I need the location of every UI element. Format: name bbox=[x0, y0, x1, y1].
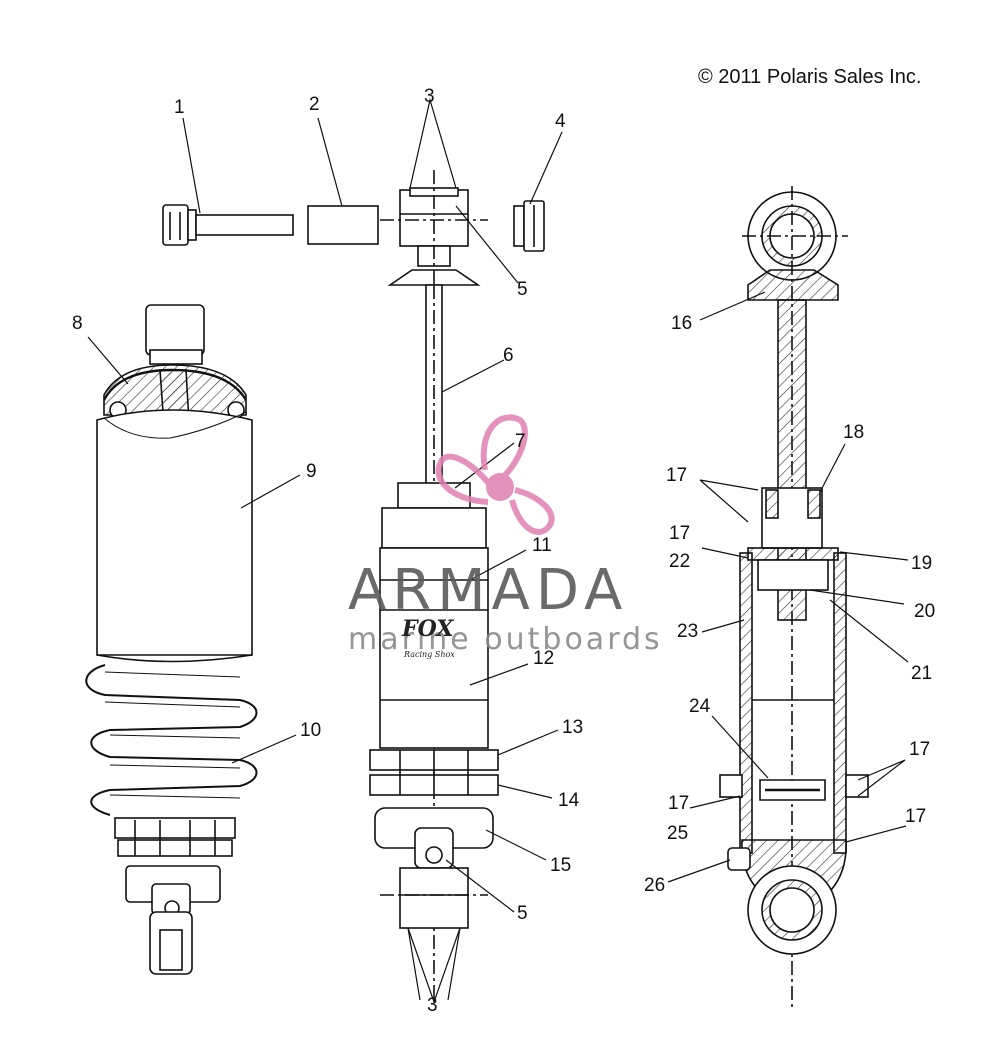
callout-3-top: 3 bbox=[424, 86, 435, 107]
callout-12: 12 bbox=[533, 648, 555, 669]
watermark-subtitle: marine outboards bbox=[348, 622, 663, 657]
callout-17-lower: 17 bbox=[668, 793, 690, 814]
copyright-notice: © 2011 Polaris Sales Inc. bbox=[698, 66, 922, 88]
watermark-title: ARMADA bbox=[348, 558, 629, 623]
fox-logo-subtext: Racing Shox bbox=[404, 650, 455, 659]
callout-17-bottom: 17 bbox=[905, 806, 927, 827]
callout-5-top: 5 bbox=[517, 279, 528, 300]
callout-7: 7 bbox=[515, 431, 526, 452]
eyelet-top bbox=[380, 97, 488, 300]
cutaway-shock-right bbox=[719, 186, 869, 1010]
callout-22: 22 bbox=[669, 551, 691, 572]
nut-part-4 bbox=[513, 200, 545, 252]
bushing-part-2 bbox=[307, 205, 379, 245]
callout-6: 6 bbox=[503, 345, 514, 366]
callout-16: 16 bbox=[671, 313, 693, 334]
callout-15: 15 bbox=[550, 855, 572, 876]
callout-1: 1 bbox=[174, 97, 185, 118]
leader-lines bbox=[87, 117, 909, 913]
callout-17-seal: 17 bbox=[669, 523, 691, 544]
bolt-part-1 bbox=[162, 204, 294, 246]
callout-20: 20 bbox=[914, 601, 936, 622]
callout-17-upper: 17 bbox=[666, 465, 688, 486]
fox-logo: FOX bbox=[402, 616, 454, 642]
callout-17-right: 17 bbox=[909, 739, 931, 760]
coil-spring bbox=[85, 664, 258, 816]
callout-26: 26 bbox=[644, 875, 666, 896]
callout-3-bottom: 3 bbox=[427, 995, 438, 1016]
callout-2: 2 bbox=[309, 94, 320, 115]
callout-13: 13 bbox=[562, 717, 584, 738]
gas-shock-center bbox=[369, 284, 499, 1004]
callout-11: 11 bbox=[532, 535, 552, 556]
callout-18: 18 bbox=[843, 422, 865, 443]
callout-4: 4 bbox=[555, 111, 566, 132]
callout-14: 14 bbox=[558, 790, 580, 811]
callout-21: 21 bbox=[911, 663, 933, 684]
callout-19: 19 bbox=[911, 553, 933, 574]
spring-shock-left bbox=[85, 304, 258, 975]
callout-25: 25 bbox=[667, 823, 689, 844]
callout-23: 23 bbox=[677, 621, 699, 642]
callout-10: 10 bbox=[300, 720, 322, 741]
callout-9: 9 bbox=[306, 461, 317, 482]
callout-5-bottom: 5 bbox=[517, 903, 528, 924]
callout-24: 24 bbox=[689, 696, 711, 717]
callout-8: 8 bbox=[72, 313, 83, 334]
watermark-propeller-logo bbox=[435, 414, 555, 535]
